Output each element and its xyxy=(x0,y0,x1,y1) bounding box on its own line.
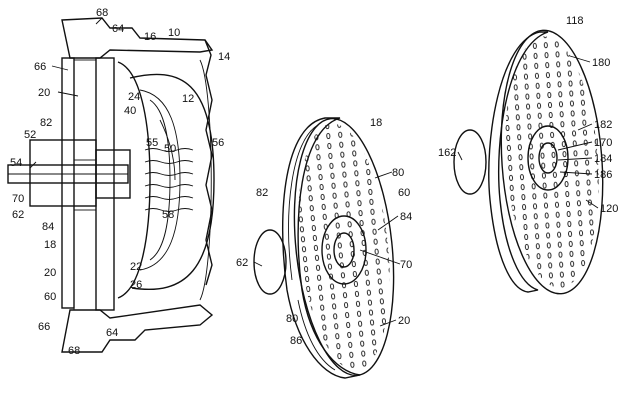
label-84: 84 xyxy=(42,221,54,233)
leader-lines xyxy=(29,17,599,327)
disc-edge-right xyxy=(488,31,549,293)
label-22: 22 xyxy=(130,261,142,273)
housing-bottom xyxy=(61,304,214,353)
label-56: 56 xyxy=(212,137,224,149)
label-14: 14 xyxy=(218,51,230,63)
label-58: 58 xyxy=(162,209,174,221)
label-86: 86 xyxy=(290,335,302,347)
label-118: 118 xyxy=(566,15,584,27)
label-84-center: 84 xyxy=(400,211,412,223)
label-10: 10 xyxy=(168,27,180,39)
label-68-top: 68 xyxy=(96,7,108,19)
label-16: 16 xyxy=(144,31,156,43)
label-64-top: 64 xyxy=(112,23,124,35)
perforated-plate-right: 118 180 182 170 162 184 186 120 xyxy=(438,15,618,295)
center-bore xyxy=(333,232,355,268)
rear-hub-right xyxy=(453,129,487,195)
label-54: 54 xyxy=(10,157,22,169)
label-20-bottom: 20 xyxy=(44,267,56,279)
label-82-center: 82 xyxy=(256,187,268,199)
sectional-view: 68 64 16 10 14 66 20 82 24 12 40 55 50 5… xyxy=(7,7,230,357)
label-64-bottom: 64 xyxy=(106,327,118,339)
disc-face-right xyxy=(500,29,604,295)
label-80-top: 80 xyxy=(392,167,404,179)
shaft-end xyxy=(95,149,131,199)
rear-hub xyxy=(253,229,287,295)
label-182: 182 xyxy=(594,119,612,131)
label-184: 184 xyxy=(594,153,612,165)
label-82: 82 xyxy=(40,117,52,129)
housing-top xyxy=(61,17,214,59)
disc-holes-right xyxy=(505,36,599,288)
disc-holes xyxy=(298,123,390,371)
label-20-center: 20 xyxy=(398,315,410,327)
label-60: 60 xyxy=(44,291,56,303)
label-68-bottom: 68 xyxy=(68,345,80,357)
label-62-center: 62 xyxy=(236,257,248,269)
label-12: 12 xyxy=(182,93,194,105)
label-55: 55 xyxy=(146,137,158,149)
label-186: 186 xyxy=(594,169,612,181)
label-180: 180 xyxy=(592,57,610,69)
label-66-bottom: 66 xyxy=(38,321,50,333)
label-20-top: 20 xyxy=(38,87,50,99)
label-18-center: 18 xyxy=(370,117,382,129)
label-24: 24 xyxy=(128,91,140,103)
center-boss-right xyxy=(527,125,569,191)
disc-face xyxy=(293,117,395,377)
label-52: 52 xyxy=(24,129,36,141)
label-162: 162 xyxy=(438,147,456,159)
label-170: 170 xyxy=(594,137,612,149)
label-18: 18 xyxy=(44,239,56,251)
label-26: 26 xyxy=(130,279,142,291)
cutter-teeth xyxy=(73,59,97,161)
label-40: 40 xyxy=(124,105,136,117)
label-60-center: 60 xyxy=(398,187,410,199)
label-80-bottom: 80 xyxy=(286,313,298,325)
perforated-plate-center: 18 82 80 60 84 62 70 80 20 86 xyxy=(236,117,412,379)
hub xyxy=(29,139,97,207)
label-120: 120 xyxy=(600,203,618,215)
knife-face xyxy=(129,73,215,290)
label-62: 62 xyxy=(12,209,24,221)
center-bore-right xyxy=(538,142,558,174)
label-70-center: 70 xyxy=(400,259,412,271)
plate-body xyxy=(95,57,115,311)
label-50: 50 xyxy=(164,143,176,155)
knife-disc xyxy=(117,61,151,299)
label-70: 70 xyxy=(12,193,24,205)
cutter-teeth-lower xyxy=(73,209,97,311)
label-66-top: 66 xyxy=(34,61,46,73)
center-boss xyxy=(321,215,367,285)
